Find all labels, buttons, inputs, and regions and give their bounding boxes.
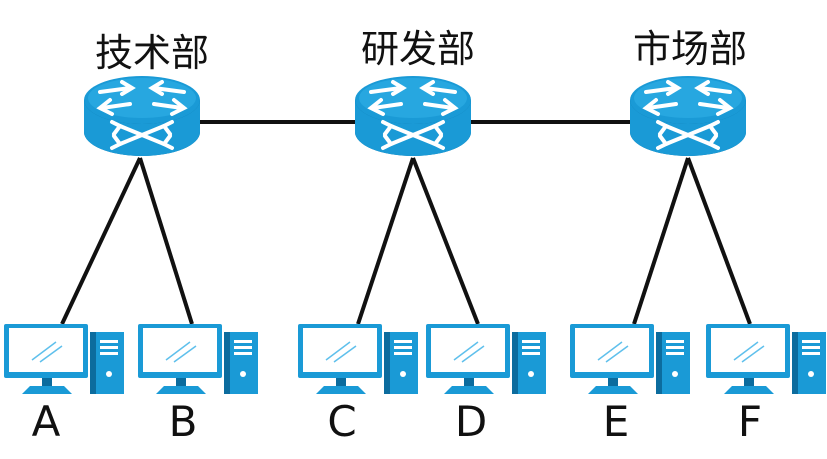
computer-icon-c — [297, 323, 419, 395]
computer-icon-b — [137, 323, 259, 395]
computer-label-a: A — [32, 397, 61, 446]
link-rd-C — [356, 157, 415, 325]
computer-label-b: B — [169, 397, 198, 446]
link-tech-B — [138, 157, 194, 325]
computer-label-c: C — [327, 397, 356, 446]
link-tech-A — [60, 157, 142, 325]
computer-label-f: F — [738, 397, 762, 446]
router-icon-market — [628, 74, 748, 158]
link-market-E — [632, 157, 690, 325]
dept-label-tech: 技术部 — [95, 31, 209, 75]
computer-icon-f — [705, 323, 827, 395]
computer-label-e: E — [603, 397, 630, 446]
router-icon-tech — [82, 74, 202, 158]
router-group — [82, 74, 748, 158]
router-icon-rd — [353, 74, 473, 158]
link-market-F — [686, 157, 752, 325]
computer-icon-e — [569, 323, 691, 395]
computer-icon-d — [425, 323, 547, 395]
computer-icon-a — [3, 323, 125, 395]
network-links — [60, 120, 752, 325]
dept-label-rd: 研发部 — [361, 27, 475, 71]
computer-label-d: D — [455, 397, 487, 446]
dept-label-market: 市场部 — [633, 27, 747, 71]
link-rd-D — [411, 157, 480, 325]
computer-group — [3, 323, 827, 395]
